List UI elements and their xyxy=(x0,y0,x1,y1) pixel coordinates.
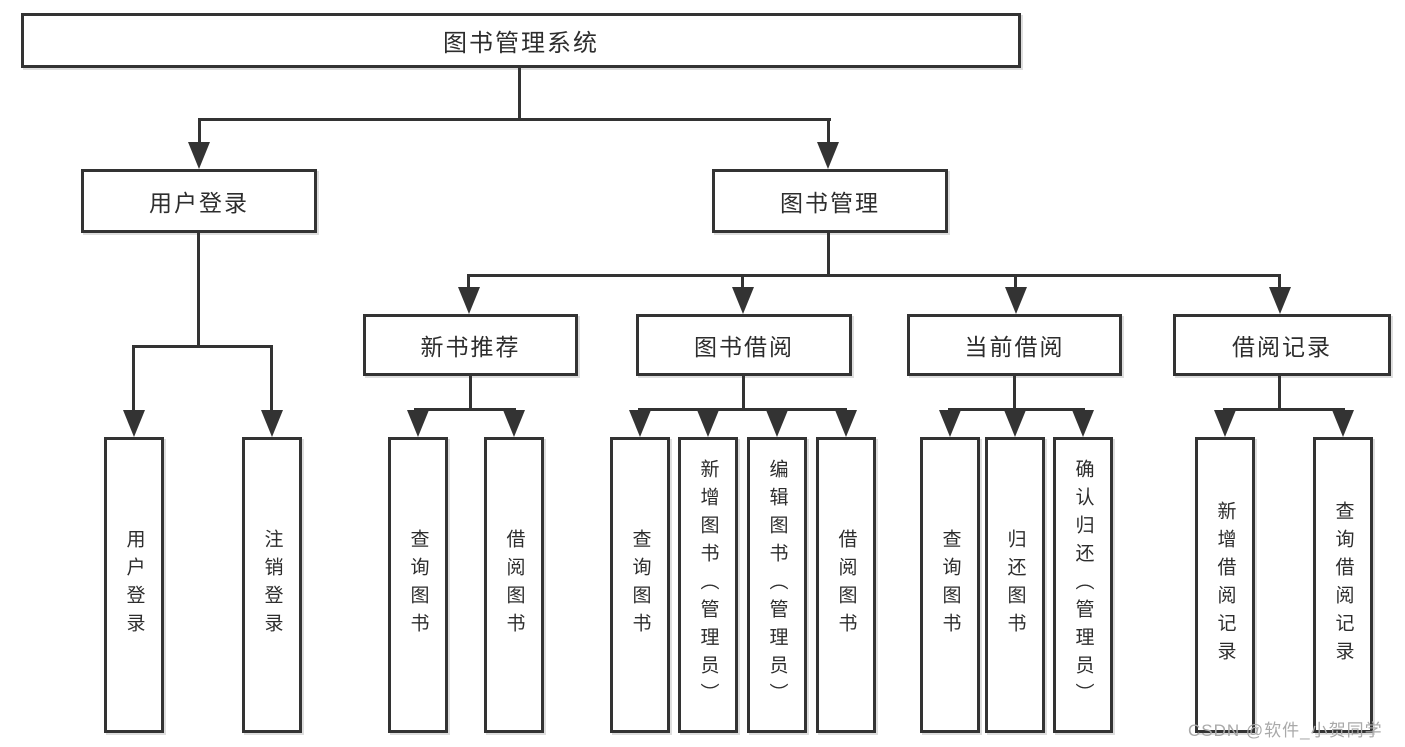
connector-root-stem xyxy=(518,66,521,120)
node-book-borrow: 图书借阅 xyxy=(636,314,852,376)
leaf-label: 新增图书（管理员） xyxy=(697,459,719,711)
leaf-label: 确认归还（管理员） xyxy=(1072,459,1094,711)
leaf-label: 注销登录 xyxy=(261,529,283,641)
arrow-down-icon xyxy=(835,410,857,437)
csdn-watermark: CSDN @软件_小贺同学 xyxy=(1188,721,1383,740)
connector-to-bookborrow-stem xyxy=(741,276,744,289)
connector-newbooks-stem xyxy=(469,374,472,410)
node-new-book-recommend: 新书推荐 xyxy=(363,314,578,376)
leaf-label: 查询图书 xyxy=(629,529,651,641)
connector-login-leaf1-stem xyxy=(132,347,135,412)
arrow-down-icon xyxy=(1332,410,1354,437)
node-label: 用户登录 xyxy=(149,190,249,216)
node-current-borrow: 当前借阅 xyxy=(907,314,1122,376)
node-label: 图书借阅 xyxy=(694,334,794,360)
connector-records-stem xyxy=(1278,374,1281,410)
connector-management-stem xyxy=(827,231,830,276)
leaf-add-books-admin: 新增图书（管理员） xyxy=(678,437,738,733)
node-label: 借阅记录 xyxy=(1232,334,1332,360)
leaf-label: 借阅图书 xyxy=(835,529,857,641)
leaf-label: 用户登录 xyxy=(123,529,145,641)
connector-to-records-stem xyxy=(1278,276,1281,289)
arrow-down-icon xyxy=(1072,410,1094,437)
node-user-login: 用户登录 xyxy=(81,169,317,233)
leaf-label: 查询图书 xyxy=(939,529,961,641)
leaf-return-books: 归还图书 xyxy=(985,437,1045,733)
arrow-down-icon xyxy=(1005,287,1027,314)
connector-login-leaf2-stem xyxy=(270,347,273,412)
connector-to-login-stem xyxy=(198,120,201,146)
arrow-down-icon xyxy=(697,410,719,437)
connector-to-currentborrow-stem xyxy=(1014,276,1017,289)
node-root-library-system: 图书管理系统 xyxy=(21,13,1021,68)
node-label: 图书管理系统 xyxy=(443,30,599,57)
arrow-down-icon xyxy=(123,410,145,437)
connector-login-split xyxy=(132,345,273,348)
connector-currentborrow-split xyxy=(948,408,1085,411)
connector-to-management-stem xyxy=(827,120,830,146)
leaf-label: 查询借阅记录 xyxy=(1332,501,1354,669)
connector-currentborrow-stem xyxy=(1013,374,1016,410)
node-borrow-records: 借阅记录 xyxy=(1173,314,1391,376)
arrow-down-icon xyxy=(1004,410,1026,437)
node-label: 新书推荐 xyxy=(420,334,521,360)
arrow-down-icon xyxy=(629,410,651,437)
leaf-logout: 注销登录 xyxy=(242,437,302,733)
connector-bookborrow-split xyxy=(638,408,847,411)
connector-newbooks-split xyxy=(414,408,516,411)
leaf-label: 编辑图书（管理员） xyxy=(766,459,788,711)
leaf-user-login: 用户登录 xyxy=(104,437,164,733)
node-label: 当前借阅 xyxy=(964,334,1065,360)
arrow-down-icon xyxy=(817,142,839,169)
node-book-management: 图书管理 xyxy=(712,169,948,233)
leaf-label: 查询图书 xyxy=(407,529,429,641)
arrow-down-icon xyxy=(188,142,210,169)
leaf-borrow-books: 借阅图书 xyxy=(816,437,876,733)
arrow-down-icon xyxy=(1214,410,1236,437)
node-label: 图书管理 xyxy=(780,190,880,216)
leaf-label: 归还图书 xyxy=(1004,529,1026,641)
arrow-down-icon xyxy=(1269,287,1291,314)
leaf-edit-books-admin: 编辑图书（管理员） xyxy=(747,437,807,733)
leaf-borrow-books-recommend: 借阅图书 xyxy=(484,437,544,733)
arrow-down-icon xyxy=(261,410,283,437)
leaf-label: 借阅图书 xyxy=(503,529,525,641)
leaf-add-borrow-record: 新增借阅记录 xyxy=(1195,437,1255,733)
leaf-label: 新增借阅记录 xyxy=(1214,501,1236,669)
connector-management-split xyxy=(467,274,1281,277)
leaf-query-borrow-record: 查询借阅记录 xyxy=(1313,437,1373,733)
leaf-query-books-recommend: 查询图书 xyxy=(388,437,448,733)
connector-bookborrow-stem xyxy=(742,374,745,410)
connector-records-split xyxy=(1223,408,1345,411)
connector-root-split xyxy=(198,118,831,121)
arrow-down-icon xyxy=(939,410,961,437)
arrow-down-icon xyxy=(766,410,788,437)
leaf-confirm-return-admin: 确认归还（管理员） xyxy=(1053,437,1113,733)
connector-to-newbooks-stem xyxy=(467,276,470,289)
leaf-query-books-current: 查询图书 xyxy=(920,437,980,733)
leaf-query-books-borrow: 查询图书 xyxy=(610,437,670,733)
arrow-down-icon xyxy=(458,287,480,314)
arrow-down-icon xyxy=(407,410,429,437)
arrow-down-icon xyxy=(503,410,525,437)
arrow-down-icon xyxy=(732,287,754,314)
connector-login-stem xyxy=(197,231,200,347)
